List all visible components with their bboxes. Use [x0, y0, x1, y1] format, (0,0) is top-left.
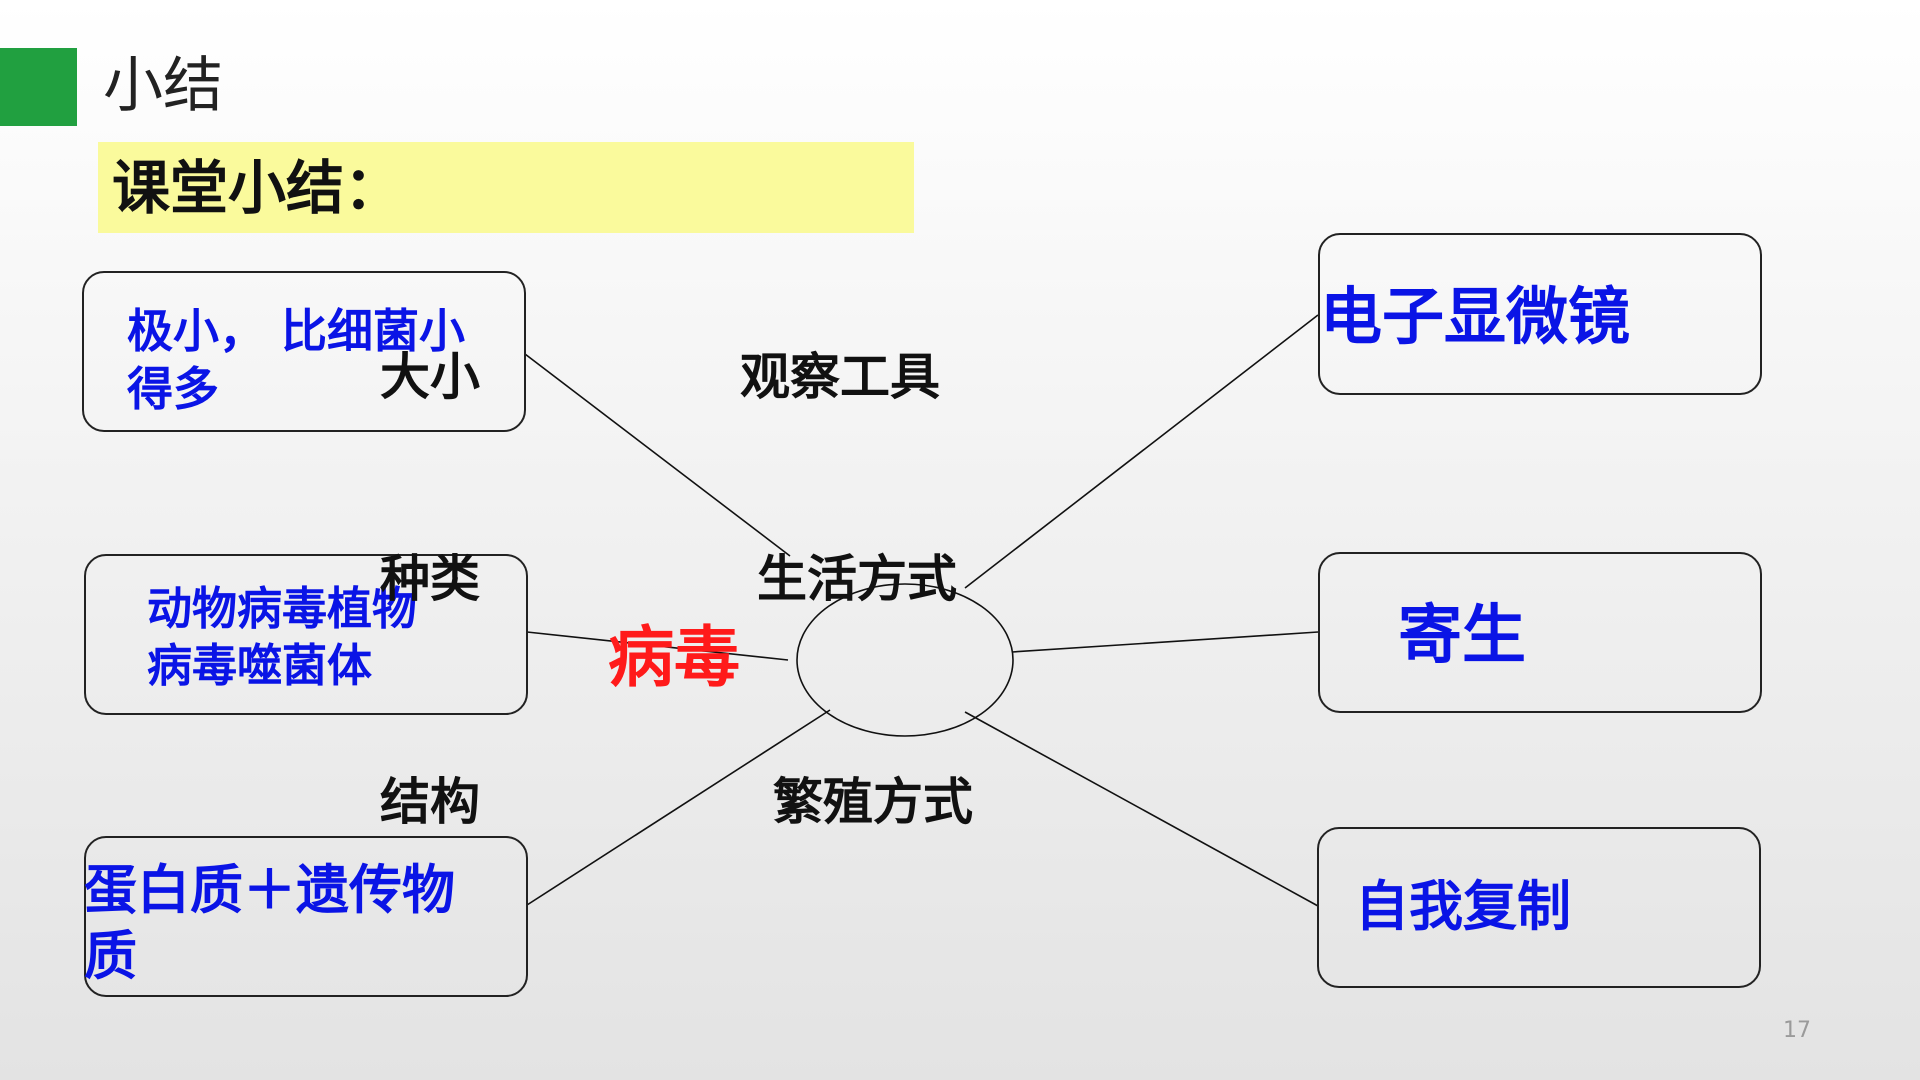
connector-lifestyle	[1011, 631, 1319, 653]
answer-size-line1: 极小， 比细菌小	[127, 304, 466, 358]
connector-size	[524, 353, 791, 557]
category-tool: 观察工具	[740, 348, 940, 406]
answer-structure-line1: 蛋白质＋遗传物	[84, 860, 455, 921]
category-reproduction: 繁殖方式	[773, 773, 973, 831]
answer-types-line1: 动物病毒植物	[147, 582, 418, 635]
answer-types-line2: 病毒噬菌体	[147, 639, 373, 692]
summary-banner-text: 课堂小结：	[112, 153, 403, 222]
answer-box-reproduction	[1317, 827, 1761, 988]
category-structure: 结构	[380, 773, 480, 831]
answer-reproduction: 自我复制	[1355, 875, 1571, 938]
category-size: 大小	[380, 348, 480, 406]
category-lifestyle: 生活方式	[757, 550, 957, 608]
answer-box-structure	[84, 836, 528, 997]
answer-size-line2: 得多	[127, 362, 219, 416]
center-ellipse	[796, 583, 1014, 737]
answer-box-size	[82, 271, 526, 432]
page-number: 17	[1783, 1018, 1811, 1043]
title-accent-bar	[0, 48, 77, 126]
slide-title: 小结	[103, 51, 223, 121]
connector-structure	[526, 709, 831, 906]
answer-box-lifestyle	[1318, 552, 1762, 713]
answer-box-tool	[1318, 233, 1762, 395]
connector-tool	[964, 314, 1319, 589]
summary-banner: 课堂小结：	[98, 142, 914, 233]
connector-reproduction	[964, 711, 1319, 907]
connector-types	[526, 631, 789, 661]
answer-structure-line2: 质	[84, 926, 137, 987]
answer-box-types	[84, 554, 528, 715]
answer-lifestyle: 寄生	[1398, 599, 1526, 673]
category-types: 种类	[380, 550, 480, 608]
answer-tool: 电子显微镜	[1320, 280, 1631, 353]
center-concept: 病毒	[608, 619, 740, 696]
